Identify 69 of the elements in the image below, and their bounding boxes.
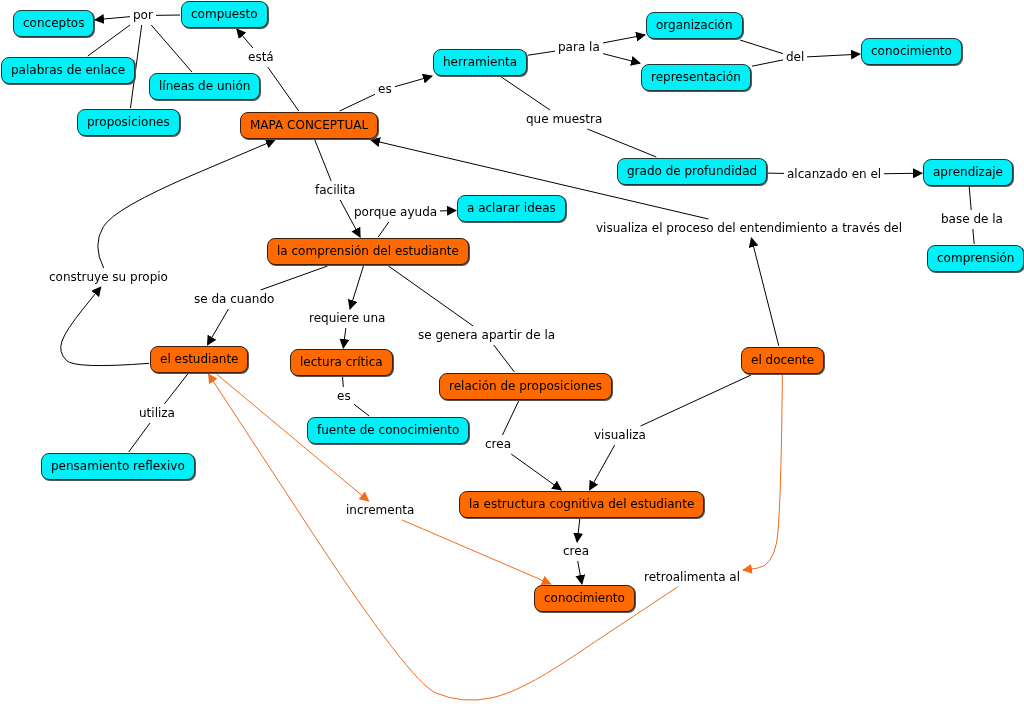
concept-box: el docente xyxy=(741,347,825,374)
connector-arrow xyxy=(347,265,364,310)
linking-phrase: para la xyxy=(556,39,602,56)
connector-arrow xyxy=(206,308,229,346)
concept-box: representación xyxy=(641,64,751,91)
linking-phrase: es xyxy=(335,388,353,405)
connector-arrow xyxy=(215,373,370,502)
connector-arrow xyxy=(439,205,457,216)
concept-box: comprensión xyxy=(927,245,1024,272)
concept-box: conocimiento xyxy=(534,585,635,612)
connector-arrow xyxy=(339,327,350,349)
linking-phrase: es xyxy=(376,81,394,98)
concept-box: conceptos xyxy=(13,10,95,37)
linking-phrase: está xyxy=(246,49,276,66)
connector-arrow xyxy=(573,518,584,543)
concept-box: la comprensión del estudiante xyxy=(267,238,469,265)
linking-phrase: visualiza el proceso del entendimiento a través del xyxy=(594,220,905,237)
connector-arrow xyxy=(589,444,616,491)
connector-arrow xyxy=(97,138,276,269)
linking-phrase: facilita xyxy=(313,182,358,199)
linking-phrase: alcanzado en el xyxy=(785,166,884,183)
connector-arrow xyxy=(339,199,361,238)
concept-box: líneas de unión xyxy=(149,73,261,100)
connector-arrow xyxy=(207,373,679,701)
connector-arrow xyxy=(602,31,646,44)
linking-phrase: se da cuando xyxy=(192,291,277,308)
concept-box: fuente de conocimiento xyxy=(307,417,470,444)
concept-box: aprendizaje xyxy=(923,159,1013,186)
concept-box: pensamiento reflexivo xyxy=(41,453,195,480)
connector-arrow xyxy=(401,519,552,586)
connector-arrow xyxy=(806,49,861,60)
concept-box: relación de proposiciones xyxy=(439,373,612,400)
linking-phrase: construye su propio xyxy=(47,269,170,286)
connector-arrow xyxy=(510,453,563,491)
linking-phrase: crea xyxy=(561,543,591,560)
linking-phrase: requiere una xyxy=(307,310,388,327)
concept-box: MAPA CONCEPTUAL xyxy=(240,112,379,139)
concept-box: compuesto xyxy=(181,1,268,28)
linking-phrase: del xyxy=(784,49,807,66)
concept-box: lectura crítica xyxy=(290,349,393,376)
concept-box: a aclarar ideas xyxy=(457,195,566,222)
connector-arrow xyxy=(742,374,783,574)
concept-box: herramienta xyxy=(433,49,528,76)
connector-arrow xyxy=(369,137,709,220)
connector-arrow xyxy=(94,14,131,24)
linking-phrase: por xyxy=(131,7,155,24)
linking-phrase: porque ayuda xyxy=(352,204,440,221)
connector-arrow xyxy=(883,168,923,179)
connector-arrow xyxy=(575,560,586,585)
linking-phrase: utiliza xyxy=(137,405,177,422)
concept-box: la estructura cognitiva del estudiante xyxy=(459,491,705,518)
connector-arrow xyxy=(394,73,433,88)
connector-arrow xyxy=(602,53,641,66)
linking-phrase: retroalimenta al xyxy=(642,569,743,586)
linking-phrase: incrementa xyxy=(344,502,417,519)
linking-phrase: crea xyxy=(483,436,513,453)
linking-phrase: visualiza xyxy=(592,427,648,444)
concept-box: conocimiento xyxy=(861,38,962,65)
connector-arrow xyxy=(60,286,150,367)
linking-phrase: que muestra xyxy=(524,111,605,128)
concept-box: grado de profundidad xyxy=(617,158,768,185)
connector-arrow xyxy=(748,237,780,347)
concept-box: palabras de enlace xyxy=(1,57,136,84)
concept-box: organización xyxy=(646,12,743,39)
connector-arrow xyxy=(236,28,254,49)
concept-box: proposiciones xyxy=(77,109,180,136)
linking-phrase: se genera apartir de la xyxy=(416,327,558,344)
linking-phrase: base de la xyxy=(939,211,1005,228)
concept-box: el estudiante xyxy=(150,346,249,373)
